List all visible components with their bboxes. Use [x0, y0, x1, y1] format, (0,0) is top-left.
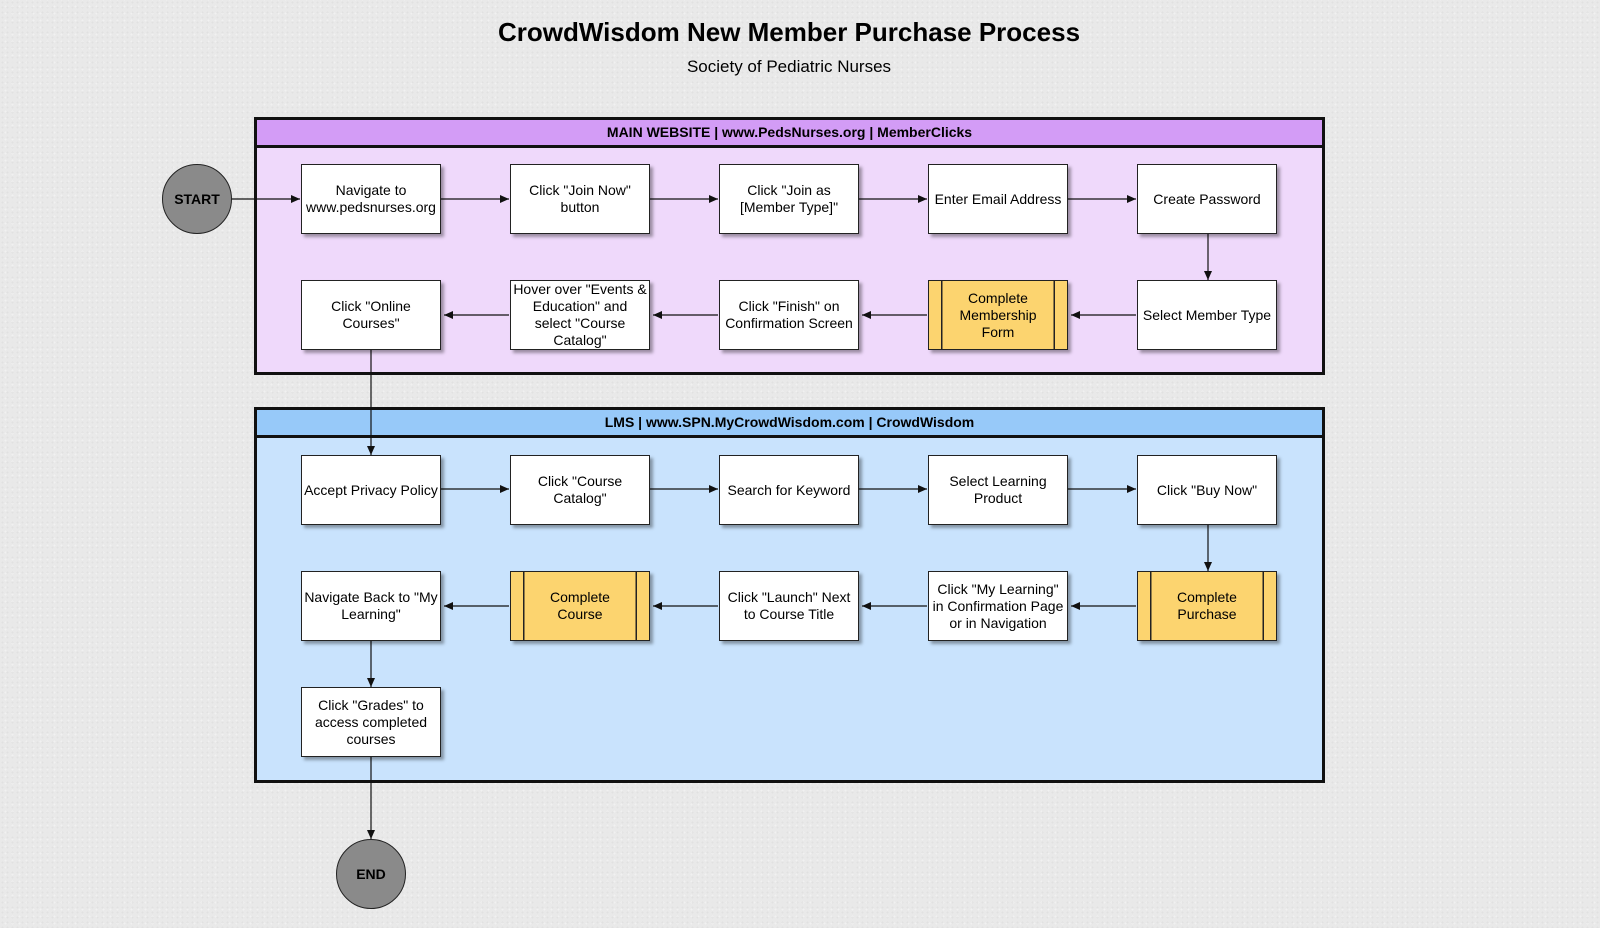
- step-search-keyword: Search for Keyword: [719, 455, 859, 525]
- step-select-member-type: Select Member Type: [1137, 280, 1277, 350]
- step-click-join-as-member-type: Click "Join as [Member Type]": [719, 164, 859, 234]
- start-terminator: START: [162, 164, 232, 234]
- step-complete-membership-form: Complete Membership Form: [928, 280, 1068, 350]
- step-complete-course: Complete Course: [510, 571, 650, 641]
- step-enter-email: Enter Email Address: [928, 164, 1068, 234]
- step-click-online-courses: Click "Online Courses": [301, 280, 441, 350]
- step-click-finish: Click "Finish" on Confirmation Screen: [719, 280, 859, 350]
- lane-main-header: MAIN WEBSITE | www.PedsNurses.org | Memb…: [257, 120, 1322, 148]
- step-create-password: Create Password: [1137, 164, 1277, 234]
- lane-lms-header: LMS | www.SPN.MyCrowdWisdom.com | CrowdW…: [257, 410, 1322, 438]
- diagram-subtitle: Society of Pediatric Nurses: [686, 57, 892, 76]
- step-click-course-catalog: Click "Course Catalog": [510, 455, 650, 525]
- step-hover-events-education: Hover over "Events & Education" and sele…: [510, 280, 650, 350]
- step-click-my-learning: Click "My Learning" in Confirmation Page…: [928, 571, 1068, 641]
- step-navigate-to-site: Navigate to www.pedsnurses.org: [301, 164, 441, 234]
- step-complete-purchase: Complete Purchase: [1137, 571, 1277, 641]
- step-navigate-back-my-learning: Navigate Back to "My Learning": [301, 571, 441, 641]
- end-terminator: END: [336, 839, 406, 909]
- step-click-launch: Click "Launch" Next to Course Title: [719, 571, 859, 641]
- diagram-title: CrowdWisdom New Member Purchase Process: [497, 17, 1081, 47]
- step-click-grades: Click "Grades" to access completed cours…: [301, 687, 441, 757]
- step-click-join-now: Click "Join Now" button: [510, 164, 650, 234]
- step-select-learning-product: Select Learning Product: [928, 455, 1068, 525]
- step-accept-privacy-policy: Accept Privacy Policy: [301, 455, 441, 525]
- step-click-buy-now: Click "Buy Now": [1137, 455, 1277, 525]
